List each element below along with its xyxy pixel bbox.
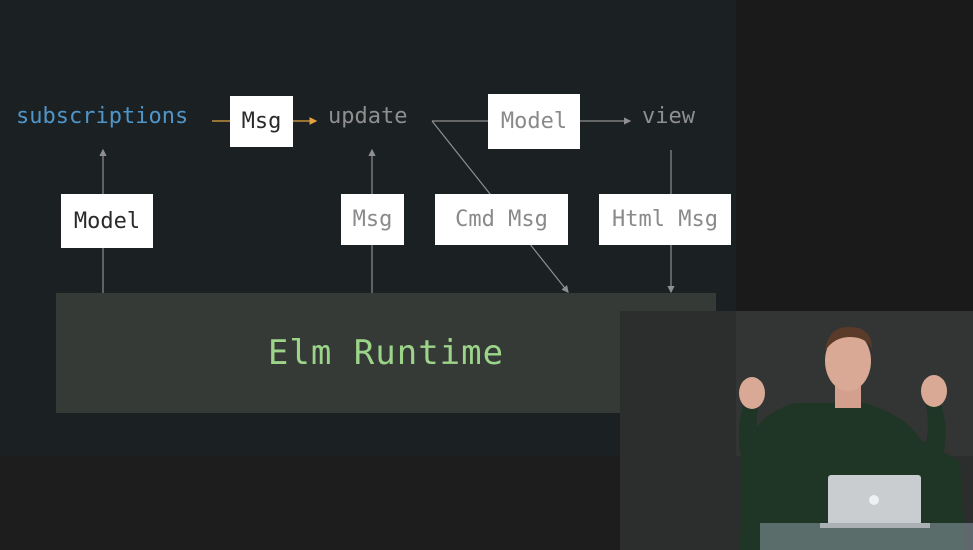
box-model: Model: [61, 194, 153, 248]
apple-logo-icon: [869, 495, 879, 505]
slide: subscriptions Msg update Model view Mode…: [16, 94, 731, 413]
presenter-video: [620, 311, 973, 550]
box-msg-top: Msg: [230, 96, 293, 147]
box-html-msg: Html Msg: [599, 194, 731, 245]
stage-floor: [0, 456, 620, 550]
box-model-top: Model: [488, 94, 580, 149]
presenter-figure: [738, 326, 973, 550]
label-update: update: [328, 104, 408, 129]
label-view: view: [642, 104, 695, 129]
elm-runtime-box: Elm Runtime: [56, 293, 716, 413]
label-subscriptions: subscriptions: [16, 104, 189, 129]
box-cmd-msg: Cmd Msg: [435, 194, 568, 245]
elm-runtime-label: Elm Runtime: [267, 333, 505, 373]
stage-background: [736, 0, 973, 311]
box-msg: Msg: [341, 194, 404, 245]
